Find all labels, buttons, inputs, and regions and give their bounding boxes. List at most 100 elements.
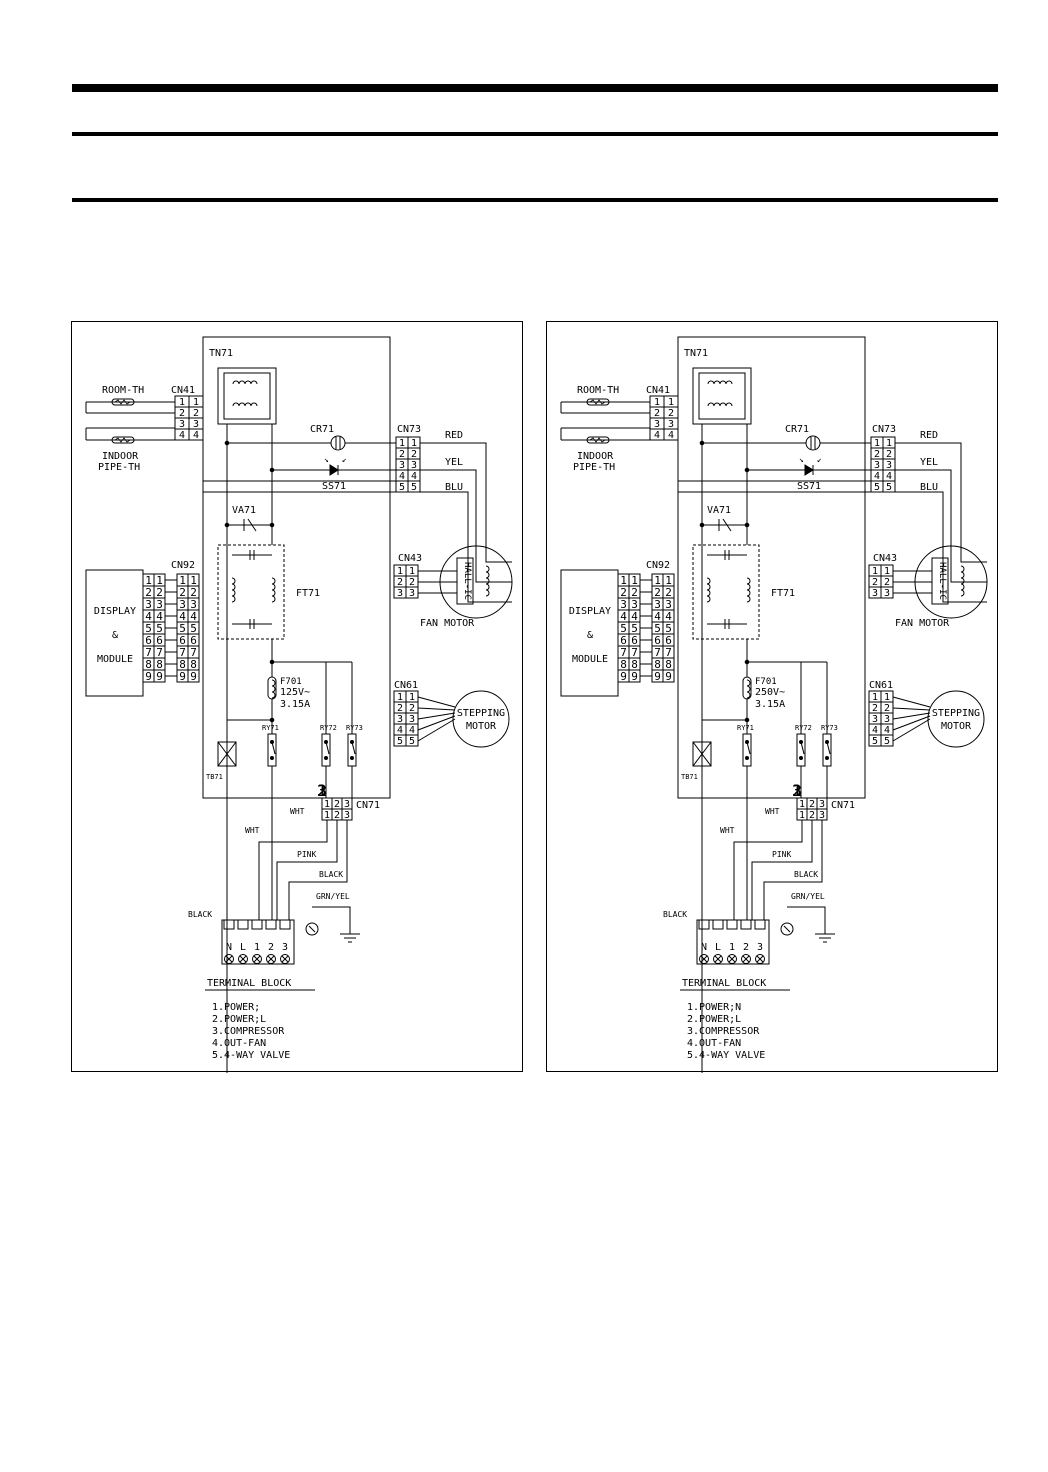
cn92-a-pin: 3	[156, 598, 163, 611]
terminal-screw-x	[756, 955, 764, 963]
terminal-screw-x	[267, 955, 275, 963]
terminal-screw	[252, 954, 262, 964]
transformer-label: TN71	[684, 348, 708, 359]
wire-color-wht: WHT	[290, 807, 305, 816]
cn73-pin: 5	[399, 482, 405, 493]
cn73-pin: 4	[411, 471, 417, 482]
wire-color-pink: PINK	[297, 850, 316, 859]
cn43-pin: 1	[884, 566, 890, 577]
room-thermistor-zigzag	[114, 399, 131, 405]
cn92-a-pin: 4	[156, 610, 163, 623]
wire-cn61	[417, 712, 456, 720]
wire-color-black: BLACK	[663, 910, 687, 919]
ss71-arrow: ↙	[342, 455, 347, 464]
cn92-b-pin: 2	[190, 586, 197, 599]
terminal-screw	[755, 954, 765, 964]
wire-color-yel: YEL	[920, 457, 938, 468]
tb71-label: TB71	[681, 773, 698, 781]
stepping-motor-circle	[452, 690, 510, 748]
terminal-screw	[713, 954, 723, 964]
cn92-b-cell	[187, 669, 200, 683]
legend-item: 4.OUT-FAN	[687, 1038, 741, 1049]
terminal-letter: N	[226, 942, 232, 953]
cn92-b-cell	[662, 669, 675, 683]
cn71-pin: 3	[819, 810, 825, 821]
control-board	[202, 336, 391, 799]
cn73-pin: 2	[886, 449, 892, 460]
wire-color-black: BLACK	[794, 870, 818, 879]
cn41-pin: 1	[668, 397, 674, 408]
junction-dot	[224, 440, 230, 446]
room-thermistor-zigzag	[589, 399, 606, 405]
fuse-element	[746, 679, 751, 699]
cn92-b-pin: 7	[654, 646, 661, 659]
relay-arm	[746, 741, 751, 755]
cn61-label: CN61	[869, 680, 893, 691]
ss71-label: SS71	[322, 481, 346, 492]
cn92-a-pin: 5	[631, 622, 638, 635]
cn41-pin: 1	[654, 397, 660, 408]
legend-item: 5.4-WAY VALVE	[687, 1050, 765, 1061]
cn92-a-pin: 1	[620, 574, 627, 587]
terminal-screw	[224, 954, 234, 964]
relay-arm	[271, 741, 276, 755]
cn92-b-pin: 3	[179, 598, 186, 611]
cn92-a-pin: 8	[620, 658, 627, 671]
cn71-label: CN71	[831, 800, 855, 811]
relay-2	[796, 733, 806, 767]
cn92-a-pin: 5	[156, 622, 163, 635]
cn41-pin: 3	[193, 419, 199, 430]
cn92-a-pin: 9	[156, 670, 163, 683]
ss71-arrow: ↘	[799, 455, 804, 464]
ft71-label: FT71	[296, 588, 320, 599]
cn92-a-pin: 6	[145, 634, 152, 647]
module-label: MODULE	[97, 654, 133, 665]
cn92-a-pin: 1	[145, 574, 152, 587]
fuse-label: F701	[755, 677, 777, 687]
hall-ic-box	[931, 557, 949, 605]
cn61-pin: 4	[409, 725, 415, 736]
wire-cn61	[417, 696, 456, 708]
cn92-b-pin: 4	[654, 610, 661, 623]
legend-item: 2.POWER;L	[687, 1014, 741, 1025]
fan-motor-label: FAN MOTOR	[420, 618, 475, 629]
cn41-pin: 4	[193, 430, 199, 441]
cn43-pin: 2	[884, 577, 890, 588]
pipe-thermistor	[111, 436, 135, 444]
relay-3	[822, 733, 832, 767]
cn43-pin: 3	[872, 588, 878, 599]
cn43-pin: 3	[884, 588, 890, 599]
terminal-screw	[266, 954, 276, 964]
legend-item: 3.COMPRESSOR	[212, 1026, 285, 1037]
cn92-a-pin: 3	[631, 598, 638, 611]
amp-label: &	[112, 630, 118, 641]
ry73-label: RY73	[346, 724, 363, 732]
control-board	[677, 336, 866, 799]
room-th-label: ROOM-TH	[577, 385, 619, 396]
va71-slash	[247, 518, 257, 532]
cn92-a-pin: 2	[156, 586, 163, 599]
cn92-a-pin: 6	[631, 634, 638, 647]
cn92-a-pin: 3	[620, 598, 627, 611]
wire-ground	[787, 906, 826, 934]
cn43-pin: 2	[397, 577, 403, 588]
cn73-pin: 1	[874, 438, 880, 449]
cn41-pin: 2	[179, 408, 185, 419]
cn92-b-pin: 9	[654, 670, 661, 683]
header-rule-middle	[72, 132, 998, 136]
cn92-b-pin: 3	[654, 598, 661, 611]
cn71-skip-pin: 1	[317, 781, 327, 800]
header-rule-bottom	[72, 198, 998, 202]
ry71-label: RY71	[737, 724, 754, 732]
wire-red	[420, 442, 512, 563]
cn61-pin: 5	[397, 736, 403, 747]
wire-tb-1	[733, 820, 803, 920]
hall-ic-label: HALL-IC	[937, 562, 947, 600]
cn41-label: CN41	[171, 385, 195, 396]
cn92-b-pin: 3	[190, 598, 197, 611]
fan-motor-coil	[960, 565, 965, 597]
junction-dot	[699, 522, 705, 528]
stepping-motor-circle	[927, 690, 985, 748]
cn41-pin: 4	[654, 430, 660, 441]
